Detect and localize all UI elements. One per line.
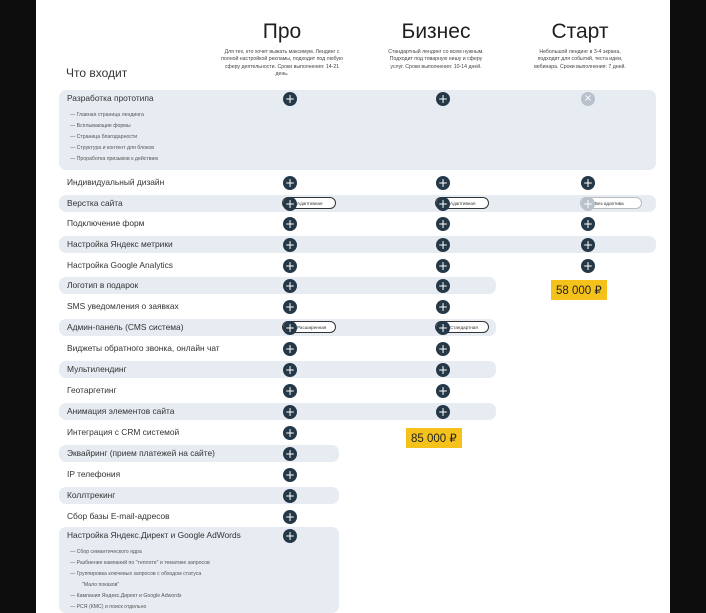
feature-label: Настройка Яндекс метрики [67,239,173,249]
feature-label: Разработка прототипа [67,93,154,103]
feature-row-bg [59,403,496,420]
plus-icon: + [283,279,297,293]
feature-label: Коллтрекинг [67,490,116,500]
feature-label: Подключение форм [67,218,145,228]
feature-subitem: — Сбор семантического ядра [70,549,142,555]
feature-subitem: — Разбиение кампаний по "теплоте" и тема… [70,560,210,566]
plus-icon: + [581,217,595,231]
plus-icon: + [283,510,297,524]
pro-note-text: Адаптивная [297,201,323,206]
feature-subitem: — РСЯ (КМС) и поиск отдельно [70,604,147,610]
pro-note-text: Расширенная [297,325,327,330]
feature-label: Виджеты обратного звонка, онлайн чат [67,343,220,353]
plus-icon: + [436,363,450,377]
plan-start-title: Старт [551,20,609,43]
feature-subitem: — Всплывающие формы [70,123,131,129]
feature-subitem: — Проработка призывов к действию [70,156,159,162]
plus-icon: + [436,321,450,335]
feature-row-bg [59,90,656,170]
feature-row-bg [59,277,496,294]
feature-label: IP телефония [67,469,121,479]
plus-icon: + [436,300,450,314]
feature-row-bg [59,487,339,504]
start-note-text: Без адаптива [595,201,624,206]
plus-icon: + [436,197,450,211]
plus-icon: + [581,176,595,190]
plan-biz-desc: Стандартный лендинг со всем нужным. Подх… [388,49,484,70]
plus-icon: + [283,405,297,419]
feature-row-bg [59,236,656,253]
price-start-badge: 58 000 ₽ [551,280,607,300]
feature-row-bg [59,319,496,336]
plus-icon: + [436,217,450,231]
plan-pro-desc: Для тех, кто хочет выжать максимум. Ленд… [221,49,343,77]
feature-row-bg [59,361,496,378]
plus-icon: + [436,279,450,293]
plus-icon: + [283,300,297,314]
plus-icon: + [581,259,595,273]
plan-pro-header: Про Для тех, кто хочет выжать максимум. … [221,0,343,78]
plus-icon: + [436,238,450,252]
feature-row-bg [59,195,656,212]
feature-label: Сбор базы E-mail-адресов [67,511,170,521]
what-included-heading: Что входит [66,66,128,80]
plan-pro-title: Про [262,20,302,43]
plus-icon: + [283,447,297,461]
start-note-pill: Без адаптива [580,197,642,209]
plus-icon: + [283,384,297,398]
feature-label: Мультилендинг [67,364,127,374]
pricing-page: Про Для тех, кто хочет выжать максимум. … [36,0,670,613]
plus-icon: + [283,529,297,543]
plus-icon: + [436,384,450,398]
plus-icon: + [283,489,297,503]
plus-icon: + [283,217,297,231]
plus-icon: + [283,176,297,190]
plan-biz-header: Бизнес Стандартный лендинг со всем нужны… [385,0,487,71]
biz-note-text: Стандартная [450,325,478,330]
feature-label: Настройка Яндекс.Директ и Google AdWords [67,530,241,540]
plus-icon: + [283,92,297,106]
plus-icon: + [283,238,297,252]
feature-label: Анимация элементов сайта [67,406,175,416]
plan-biz-title: Бизнес [401,20,471,43]
feature-label: Админ-панель (CMS система) [67,322,184,332]
feature-subitem: — Главная страница лендинга [70,112,144,118]
plus-icon: + [283,363,297,377]
plus-icon: + [581,197,595,211]
plus-icon: + [283,321,297,335]
plus-icon: + [283,342,297,356]
feature-label: Индивидуальный дизайн [67,177,165,187]
feature-label: Настройка Google Analytics [67,260,173,270]
plus-icon: + [436,259,450,273]
biz-note-text: Адаптивная [450,201,476,206]
feature-label: Интеграция с CRM системой [67,427,180,437]
feature-subitem: — Кампания Яндекс.Директ и Google Adword… [70,593,182,599]
plus-icon: + [436,342,450,356]
plus-icon: + [283,468,297,482]
price-biz-badge: 85 000 ₽ [406,428,462,448]
feature-subitem: — Группировка ключевых запросов с обходо… [70,571,202,577]
plus-icon: + [581,238,595,252]
feature-subitem: "Мало показов" [82,582,120,588]
plus-icon: + [436,176,450,190]
plus-icon: + [436,92,450,106]
feature-label: Верстка сайта [67,198,123,208]
cross-icon: × [581,92,595,106]
feature-row-bg [59,445,339,462]
plus-icon: + [283,197,297,211]
plus-icon: + [283,259,297,273]
plan-start-header: Старт Небольшой лендинг в 3-4 экрана, по… [528,0,632,71]
feature-label: Логотип в подарок [67,280,139,290]
feature-subitem: — Структура и контент для блоков [70,145,154,151]
plus-icon: + [436,405,450,419]
feature-label: Эквайринг (прием платежей на сайте) [67,448,215,458]
feature-subitem: — Страница благодарности [70,134,138,140]
plus-icon: + [283,426,297,440]
feature-label: Геотаргетинг [67,385,117,395]
plan-start-desc: Небольшой лендинг в 3-4 экрана, подходит… [534,49,626,70]
feature-label: SMS уведомления о заявках [67,301,179,311]
